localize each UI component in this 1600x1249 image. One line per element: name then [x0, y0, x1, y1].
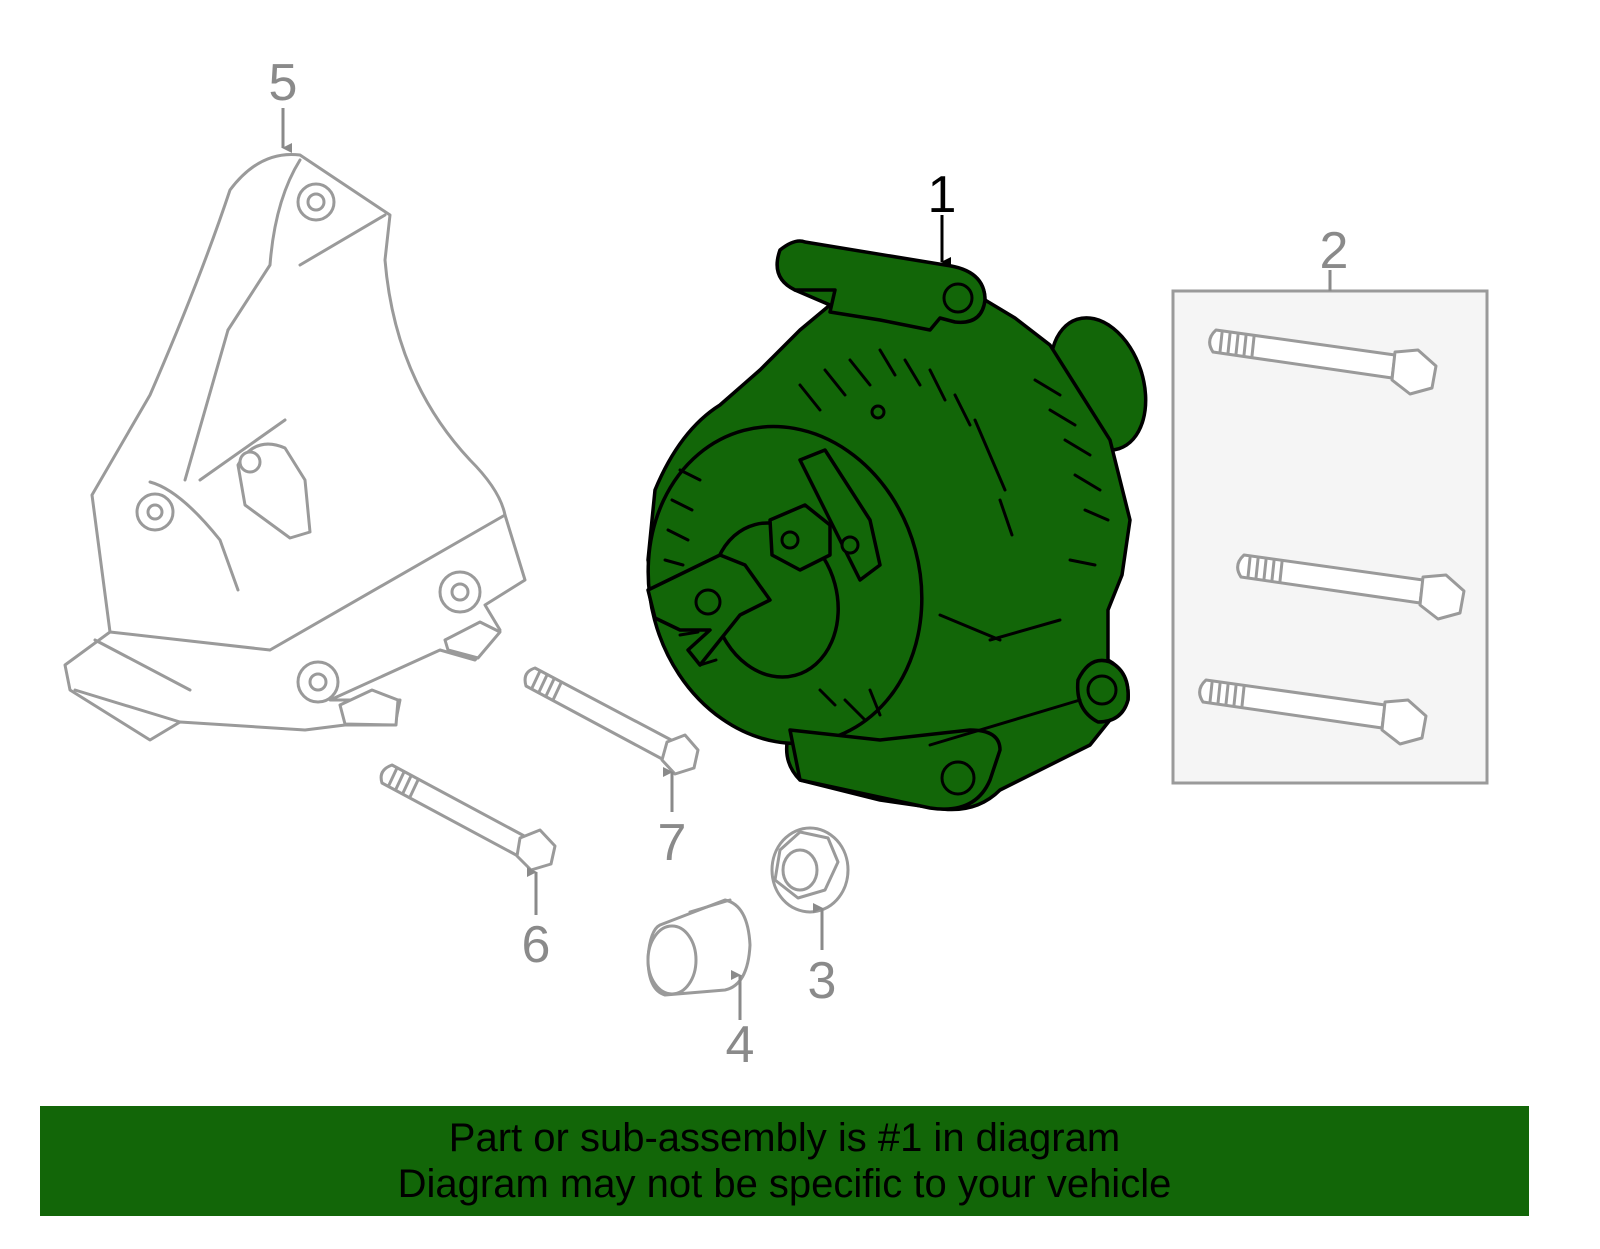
bolt-7: [523, 666, 700, 776]
kit-bolt-1: [1208, 328, 1438, 396]
callout-3: 3: [808, 952, 837, 1010]
kit-bolt-2: [1236, 553, 1466, 621]
alternator[interactable]: [613, 239, 1162, 812]
callout-6: 6: [522, 916, 551, 974]
callout-1: 1: [928, 166, 957, 224]
bolt-6: [379, 763, 557, 872]
flange-nut-3: [770, 826, 850, 914]
mounting-bracket: [63, 152, 527, 742]
callout-7: 7: [658, 814, 687, 872]
sleeve-4: [646, 898, 752, 997]
info-banner: Part or sub-assembly is #1 in diagram Di…: [40, 1106, 1529, 1216]
callout-5: 5: [269, 54, 298, 112]
callout-2: 2: [1320, 222, 1349, 280]
banner-line-2: Diagram may not be specific to your vehi…: [397, 1162, 1172, 1206]
kit-bolt-3: [1198, 678, 1428, 746]
banner-line-1: Part or sub-assembly is #1 in diagram: [448, 1116, 1121, 1160]
bolt-kit: [1171, 289, 1489, 785]
callout-4: 4: [726, 1016, 755, 1074]
